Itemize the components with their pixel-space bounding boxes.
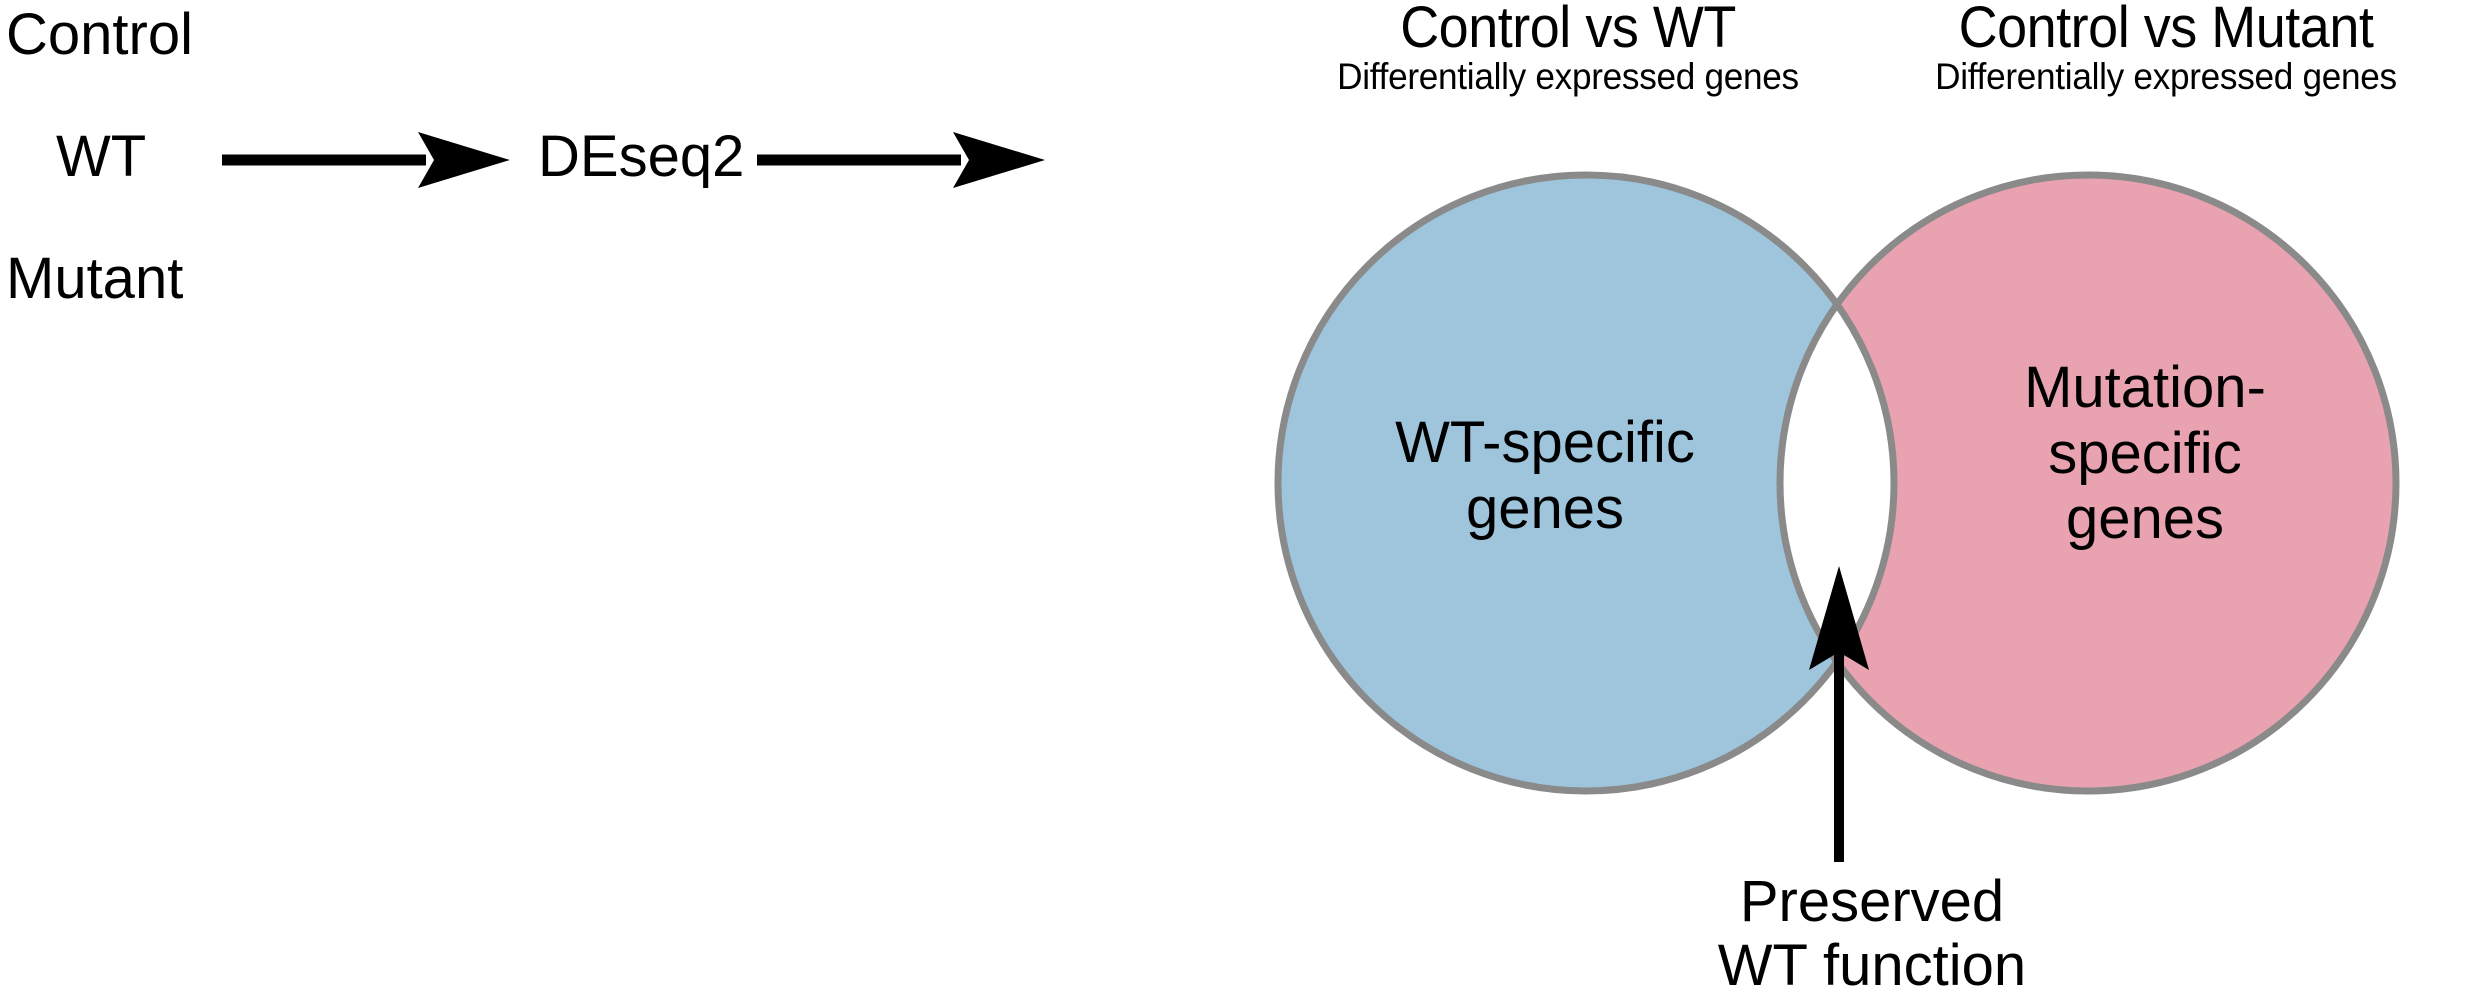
venn-label-right: Mutation- specific genes [1930,355,2360,552]
venn-intersection-callout-line1: Preserved [1739,869,2005,934]
venn-circle-right-outline [1776,171,2400,795]
venn-label-right-line3: genes [2065,486,2225,552]
venn-label-right-line2: specific [2048,420,2242,486]
venn-label-right-line1: Mutation- [2024,355,2266,420]
venn-label-left: WT-specific genes [1330,410,1760,541]
venn-circle-left-outline [1274,171,1898,795]
venn-intersection-callout-line2: WT function [1717,932,2027,996]
up-arrow-icon-preserved-function [1809,566,1869,862]
venn-label-left-line1: WT-specific [1395,410,1695,475]
venn-intersection-callout: Preserved WT function [1662,870,2082,996]
venn-label-left-line2: genes [1465,475,1625,541]
